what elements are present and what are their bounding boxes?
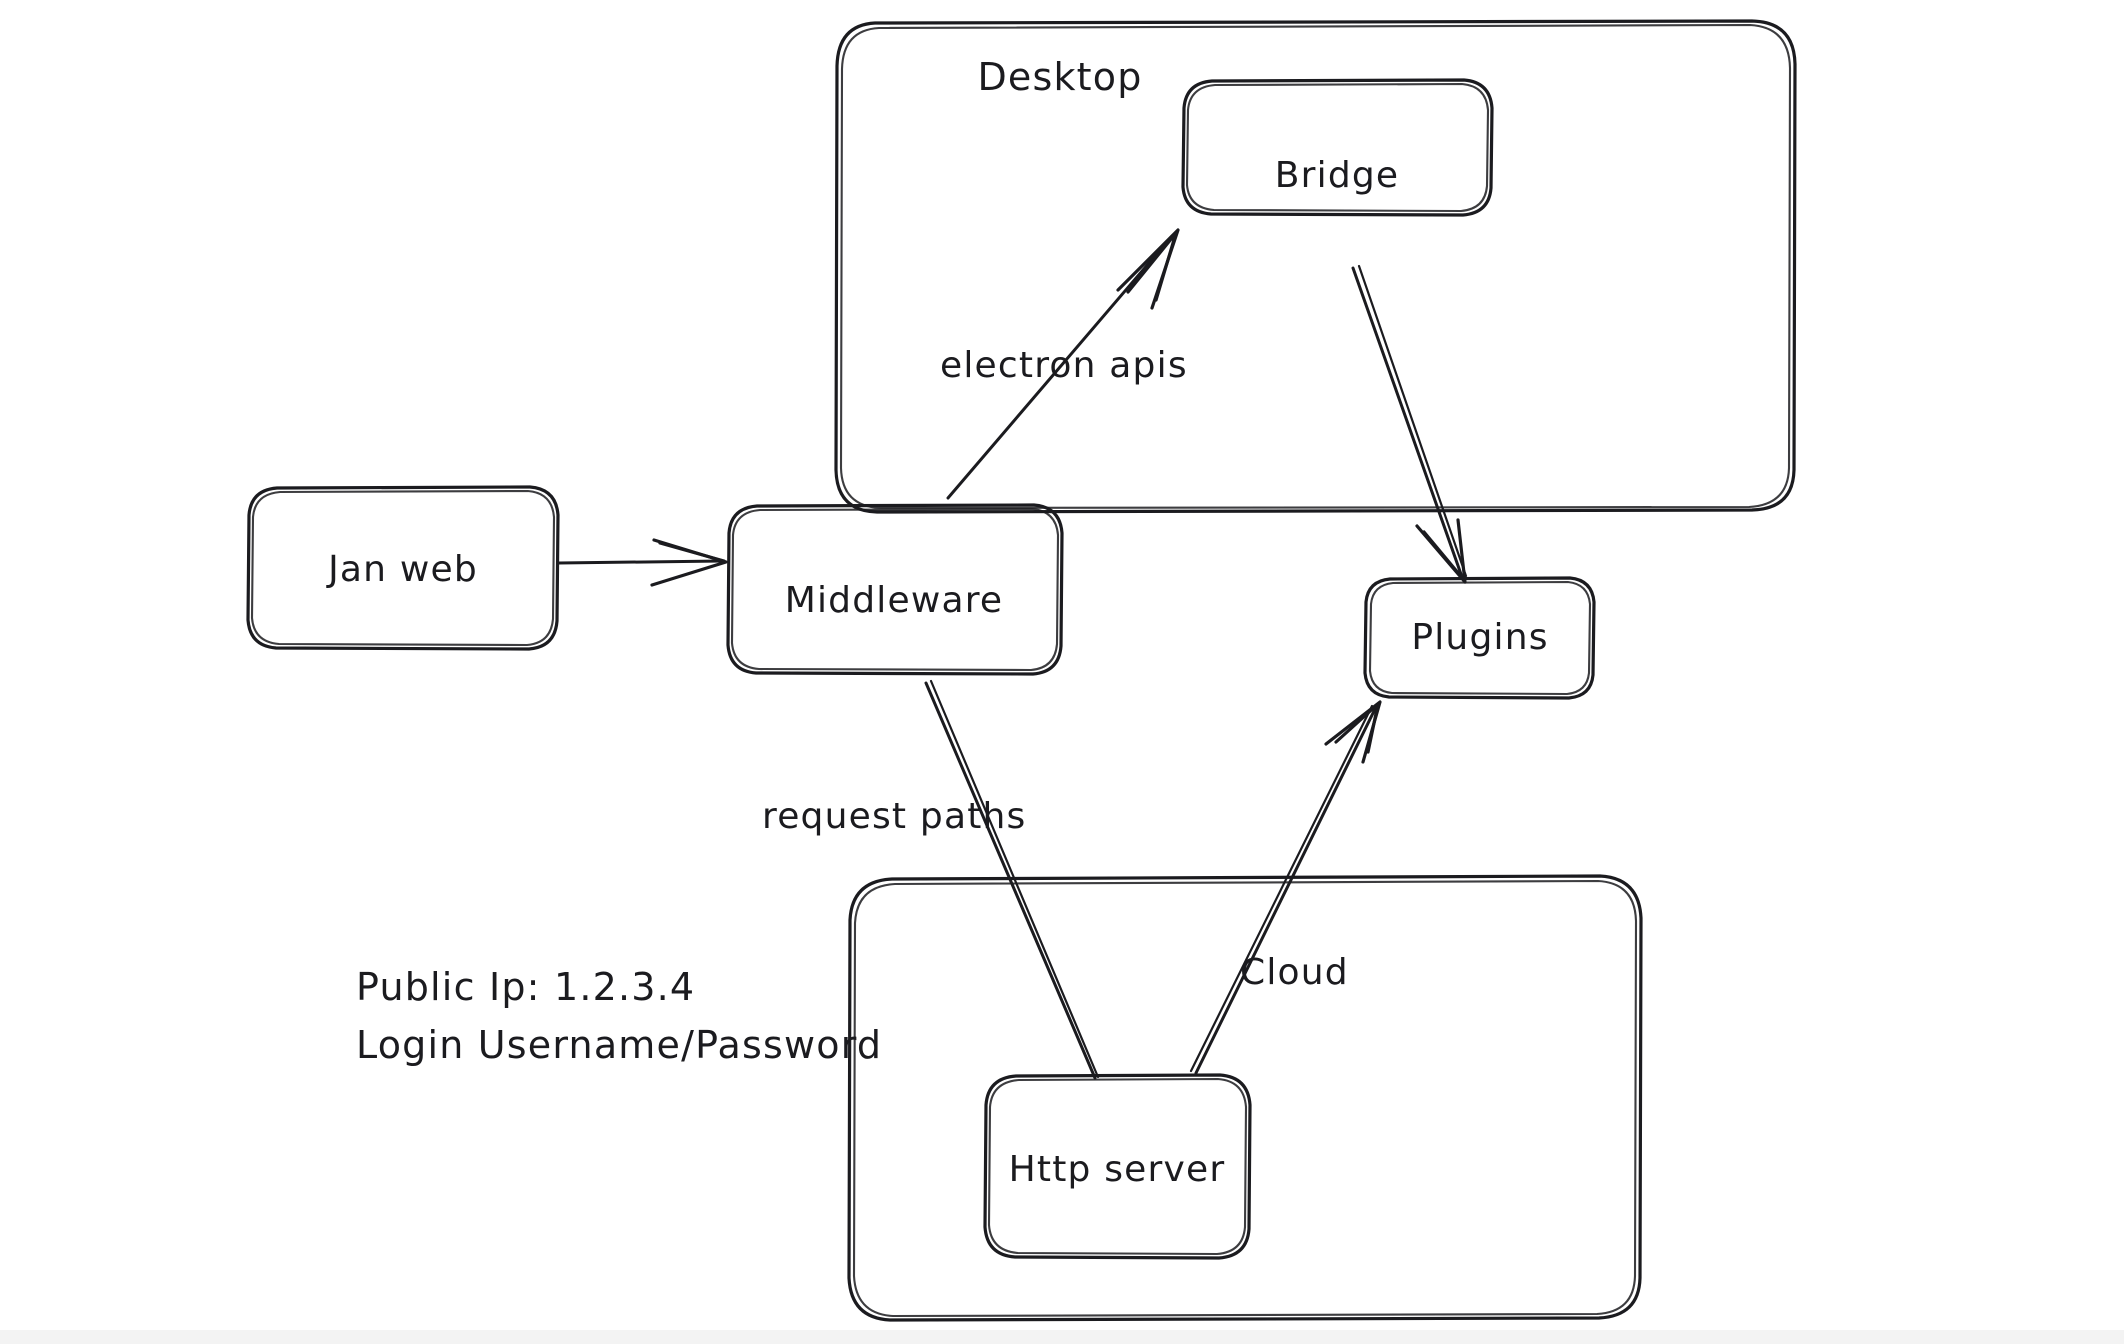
cloud-container-outline-2 <box>852 879 1638 1318</box>
container-cloud[interactable] <box>847 874 1643 1322</box>
note-line-login: Login Username/Password <box>356 1023 882 1067</box>
edge-janweb-to-middleware[interactable] <box>557 538 728 587</box>
node-http-server-outline-2 <box>987 1077 1248 1256</box>
edge-line-httpserver-plugins-2 <box>1189 704 1374 1073</box>
node-label-jan-web: Jan web <box>326 549 478 590</box>
node-bridge-outline-2 <box>1185 82 1490 213</box>
arrowhead-bridge-plugins-2 <box>1422 530 1466 582</box>
node-http-server-outline <box>983 1073 1252 1260</box>
edge-line-janweb-middleware <box>557 559 724 565</box>
container-desktop[interactable] <box>834 19 1797 514</box>
desktop-container-outline <box>834 19 1797 514</box>
node-label-plugins: Plugins <box>1411 617 1548 658</box>
arrowhead-middleware-bridge-2 <box>1126 231 1178 302</box>
container-label-desktop: Desktop <box>977 55 1142 99</box>
node-jan-web-outline-2 <box>250 489 556 647</box>
edge-label-cloud: Cloud <box>1240 952 1349 993</box>
arrowhead-httpserver-plugins-2 <box>1334 702 1380 754</box>
node-plugins[interactable] <box>1363 576 1596 700</box>
cloud-container-outline <box>847 874 1643 1322</box>
note-line-public-ip: Public Ip: 1.2.3.4 <box>356 965 695 1009</box>
edge-line-middleware-httpserver <box>924 681 1097 1080</box>
node-label-middleware: Middleware <box>785 580 1004 621</box>
desktop-container-outline-2 <box>839 23 1792 510</box>
node-bridge[interactable] <box>1181 78 1494 217</box>
edge-label-electron-apis: electron apis <box>940 345 1188 386</box>
node-middleware-outline <box>726 503 1064 676</box>
node-plugins-outline-2 <box>1368 580 1592 696</box>
edge-line-httpserver-plugins <box>1194 705 1378 1075</box>
node-plugins-outline <box>1363 576 1596 700</box>
bottom-edge-strip <box>0 1330 2124 1344</box>
edge-httpserver-to-plugins[interactable] <box>1189 700 1382 1075</box>
arrowhead-janweb-middleware-2 <box>658 541 726 563</box>
edge-label-request-paths: request paths <box>762 796 1027 837</box>
edge-middleware-to-bridge[interactable] <box>946 228 1180 500</box>
edge-line-middleware-httpserver-2 <box>929 679 1100 1079</box>
edge-bridge-to-plugins[interactable] <box>1351 264 1468 584</box>
node-label-http-server: Http server <box>1009 1149 1226 1190</box>
node-jan-web-outline <box>246 485 560 651</box>
note-public-ip: Public Ip: 1.2.3.4 Login Username/Passwo… <box>356 965 882 1067</box>
node-middleware-outline-2 <box>730 507 1060 672</box>
edge-line-middleware-bridge <box>946 234 1174 500</box>
node-bridge-outline <box>1181 78 1494 217</box>
edge-middleware-to-httpserver[interactable] <box>924 679 1100 1080</box>
node-jan-web[interactable] <box>246 485 560 651</box>
node-http-server[interactable] <box>983 1073 1252 1260</box>
node-middleware[interactable] <box>726 503 1064 676</box>
node-label-bridge: Bridge <box>1275 155 1400 196</box>
edge-line-bridge-plugins-2 <box>1357 264 1468 578</box>
edge-line-bridge-plugins <box>1351 266 1464 579</box>
